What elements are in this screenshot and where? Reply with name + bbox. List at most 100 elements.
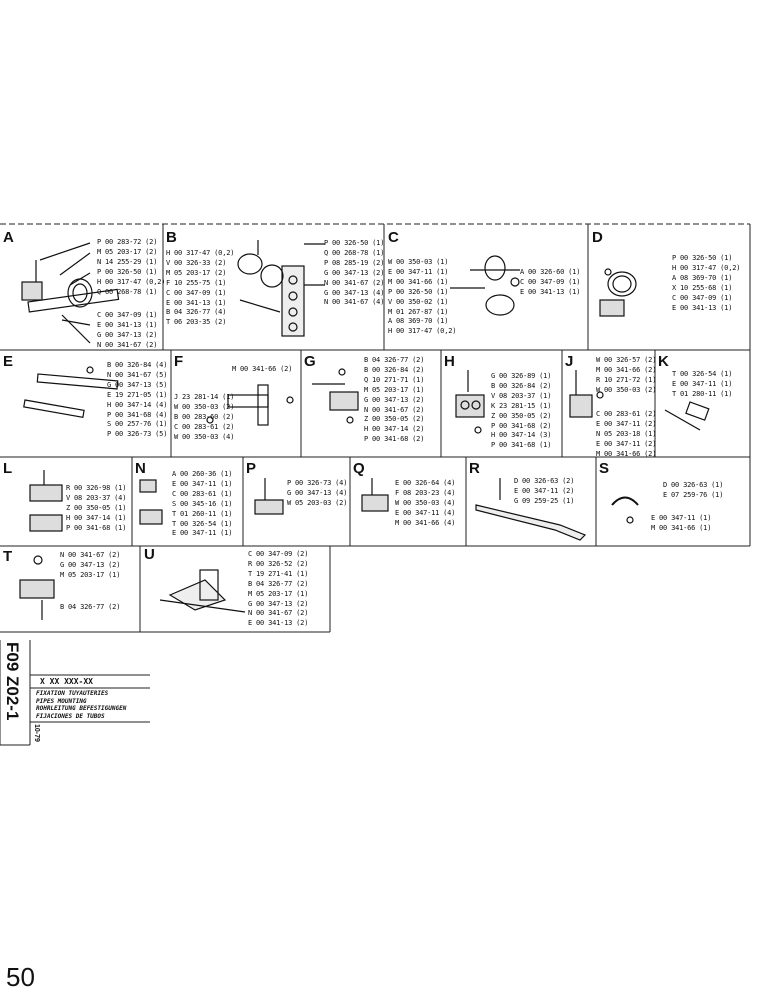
panel-s-parts: D 00 326-63 (1) E 07 259-76 (1) [663, 481, 723, 501]
part-label: M 00 341-66 (1) [388, 277, 449, 286]
title-es: FIJACIONES DE TUBOS [36, 712, 105, 720]
part-label: R 00 326-52 (2) [248, 559, 309, 568]
part-label: K 23 281-15 (1) [491, 401, 552, 410]
part-label: R 00 326-98 (1) [66, 484, 127, 492]
panel-a-parts: P 00 283-72 (2) M 05 203-17 (2) N 14 255… [97, 238, 165, 297]
part-label: B 04 326-77 (2) [60, 603, 121, 611]
panel-g-parts: B 04 326-77 (2) B 00 326-84 (2) Q 10 271… [364, 356, 424, 445]
panel-u-parts: C 00 347-09 (2) R 00 326-52 (2) T 19 271… [248, 550, 308, 629]
part-label: M 00 341-66 (2) [596, 449, 657, 458]
part-label: H 00 347-14 (1) [66, 513, 127, 522]
panel-a-letter: A [3, 229, 14, 246]
part-label: M 00 341-66 (1) [651, 523, 712, 532]
part-illustrations [19, 240, 710, 620]
part-label: M 00 341-66 (2) [596, 365, 657, 374]
part-label: P 00 326-73 (4) [287, 479, 348, 487]
part-label: Z 00 350-05 (2) [364, 415, 425, 424]
part-label: P 00 341-68 (2) [491, 421, 552, 430]
title-code: X XX XXX-XX [40, 677, 93, 686]
title-fr: FIXATION TUYAUTERIES [36, 690, 109, 697]
part-label: G 00 347-13 (4) [287, 488, 348, 497]
part-label: W 00 350-03 (2) [174, 402, 235, 411]
part-label: J 23 281-14 (1) [174, 393, 235, 401]
panel-f-parts: J 23 281-14 (1) W 00 350-03 (2) B 00 283… [174, 393, 234, 443]
panel-h-letter: H [444, 353, 455, 370]
part-label: P 00 326-73 (5) [107, 430, 168, 439]
part-label: B 04 326-77 (2) [364, 356, 425, 364]
part-label: P 00 341-68 (4) [107, 410, 168, 419]
part-label: D 00 326-63 (2) [514, 477, 575, 485]
part-label: H 00 317-47 (0,2) [97, 277, 166, 286]
part-label: P 00 341-68 (2) [364, 435, 425, 444]
part-label: C 00 347-09 (1) [672, 293, 733, 302]
part-label: A 00 260-36 (1) [172, 470, 233, 478]
part-label: E 00 347-11 (2) [514, 486, 575, 495]
part-label: N 00 341-67 (4) [324, 298, 385, 307]
part-label: E 00 347-11 (1) [172, 529, 233, 538]
part-label: N 00 341-67 (2) [364, 405, 425, 414]
part-label: M 05 203-17 (1) [364, 385, 425, 394]
part-label: H 00 317-47 (0,2) [672, 263, 741, 272]
panel-t-parts: N 00 341-67 (2) G 00 347-13 (2) M 05 203… [60, 551, 120, 581]
part-label: C 00 283-61 (2) [596, 410, 657, 418]
part-label: P 00 326-50 (1) [97, 267, 158, 276]
panel-l-letter: L [3, 460, 13, 477]
part-label: B 00 326-84 (2) [491, 381, 552, 390]
part-label: E 00 347-11 (2) [596, 439, 657, 448]
part-label: H 00 347-14 (4) [107, 400, 168, 409]
part-label: F 10 255-75 (1) [166, 278, 227, 287]
panel-t-parts-bottom: B 04 326-77 (2) [60, 603, 120, 613]
part-label: W 00 350-03 (2) [596, 385, 657, 394]
part-label: E 00 341-13 (1) [166, 298, 227, 307]
doc-reference: F09 Z02-1 [3, 642, 22, 721]
part-label: G 00 347-13 (4) [324, 288, 385, 297]
part-label: N 05 203-18 (1) [596, 429, 657, 438]
panel-c-letter: C [388, 229, 399, 246]
part-label: E 00 326-64 (4) [395, 479, 456, 487]
part-label: T 06 203-35 (2) [166, 318, 227, 327]
part-label: E 00 347-11 (2) [596, 419, 657, 428]
part-label: C 00 347-09 (1) [166, 288, 227, 297]
part-label: W 00 350-03 (1) [388, 258, 449, 266]
panel-d-parts: P 00 326-50 (1) H 00 317-47 (0,2) A 08 3… [672, 254, 740, 313]
panel-r-letter: R [469, 460, 480, 477]
part-label: E 19 271-05 (1) [107, 390, 168, 399]
panel-c-parts-left: W 00 350-03 (1) E 00 347-11 (1) M 00 341… [388, 258, 456, 337]
part-label: B 00 283-60 (2) [174, 412, 235, 421]
panel-a-parts-lower: C 00 347-09 (1) E 00 341-13 (1) G 00 347… [97, 311, 157, 351]
part-label: E 00 347-11 (1) [672, 379, 733, 388]
panel-b-letter: B [166, 229, 177, 246]
part-label: S 00 345-16 (1) [172, 499, 233, 508]
panel-n-letter: N [135, 460, 146, 477]
part-label: W 05 203-03 (2) [287, 498, 348, 507]
part-label: W 00 326-57 (2) [596, 356, 657, 364]
part-label: T 01 280-11 (1) [672, 389, 733, 398]
panel-p-parts: P 00 326-73 (4) G 00 347-13 (4) W 05 203… [287, 479, 347, 509]
panel-n-parts: A 00 260-36 (1) E 00 347-11 (1) C 00 283… [172, 470, 232, 539]
panel-d-letter: D [592, 229, 603, 246]
part-label: M 05 203-17 (2) [97, 247, 158, 256]
part-label: E 00 347-11 (1) [388, 267, 449, 276]
part-label: N 00 341-67 (2) [97, 340, 158, 349]
part-label: H 00 317-47 (0,2) [388, 327, 457, 336]
panel-s-letter: S [599, 460, 610, 477]
part-label: G 00 347-13 (2) [248, 599, 309, 608]
panel-l-parts: R 00 326-98 (1) V 08 203-37 (4) Z 00 350… [66, 484, 126, 534]
part-label: H 00 317-47 (0,2) [166, 249, 235, 257]
part-label: P 00 283-72 (2) [97, 238, 158, 246]
panel-s-parts-lower: E 00 347-11 (1) M 00 341-66 (1) [651, 514, 711, 534]
part-label: C 00 347-09 (2) [248, 550, 309, 558]
part-label: B 04 326-77 (2) [248, 579, 309, 588]
part-label: Q 00 268-78 (1) [97, 287, 158, 296]
panel-f-parts-top: M 00 341-66 (2) [232, 365, 292, 375]
part-label: D 00 326-63 (1) [663, 481, 724, 489]
part-label: X 10 255-68 (1) [672, 283, 733, 292]
part-label: M 00 341-66 (4) [395, 518, 456, 527]
part-label: G 00 347-13 (2) [97, 330, 158, 339]
part-label: P 00 326-50 (1) [388, 287, 449, 296]
part-label: G 00 347-13 (2) [364, 395, 425, 404]
part-label: M 05 203-17 (1) [60, 570, 121, 579]
part-label: B 00 326-84 (2) [364, 365, 425, 374]
panel-r-parts: D 00 326-63 (2) E 00 347-11 (2) G 09 259… [514, 477, 574, 507]
